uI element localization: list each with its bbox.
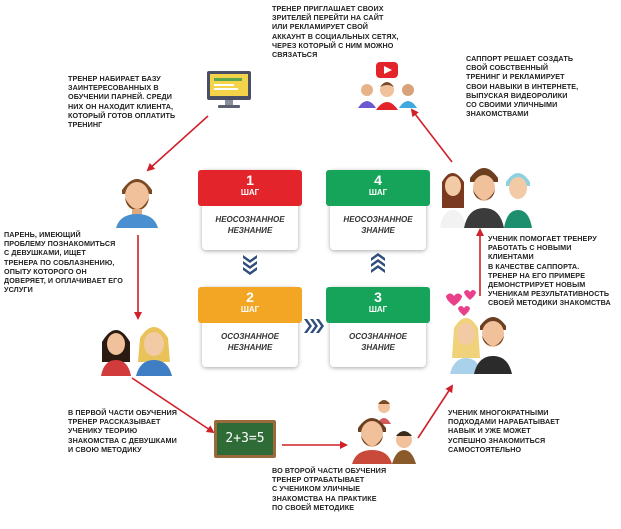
step-3-word: шаг: [368, 305, 388, 314]
step-4-card: 4 шаг Неосознанное знание: [326, 170, 430, 250]
step-2-header: 2 шаг: [198, 287, 302, 323]
note-bottom: Во второй части обучения тренер отрабаты…: [272, 466, 387, 512]
note-bottom-right: Ученик многократными подходами нарабатыв…: [448, 408, 560, 454]
step-1-header: 1 шаг: [198, 170, 302, 206]
step-1-word: шаг: [240, 188, 260, 197]
step-3-number: 3: [374, 289, 382, 305]
step-4-word: шаг: [368, 188, 388, 197]
step-2-word: шаг: [240, 305, 260, 314]
note-top-right: Саппорт решает создать свой собственный …: [466, 54, 579, 119]
step-2-number: 2: [246, 289, 254, 305]
chalkboard: 2+3=5: [214, 420, 276, 458]
step-3-card: 3 шаг Осознанное знание: [326, 287, 430, 367]
arrow-practice-to-student: [417, 384, 454, 439]
arrow-support-to-youtube: [410, 108, 453, 163]
step-4-number: 4: [374, 172, 382, 188]
note-left: Парень, имеющий проблему познакомиться с…: [4, 230, 123, 295]
note-top-left: Тренер набирает базу заинтересованных в …: [68, 74, 176, 130]
step-3-label: Осознанное знание: [348, 332, 408, 352]
couple-avatar: [101, 327, 172, 376]
arrow-couple-to-board: [131, 377, 215, 434]
arrow-monitor-to-coach: [146, 115, 209, 172]
note-right: Ученик помогает тренеру работать с новым…: [488, 234, 611, 308]
student-with-girl-avatar: [446, 290, 512, 374]
youtube-audience-icon: [358, 62, 417, 110]
note-bottom-left: В первой части обучения тренер рассказыв…: [68, 408, 178, 454]
step-4-header: 4 шаг: [326, 170, 430, 206]
support-with-fans-avatar: [440, 168, 532, 228]
note-top: Тренер приглашает своих зрителей перейти…: [272, 4, 399, 60]
chalkboard-formula: 2+3=5: [225, 431, 265, 446]
coach-avatar: [116, 179, 158, 228]
step-1-label: Неосознанное незнание: [215, 215, 285, 235]
step-1-number: 1: [246, 172, 254, 188]
step-4-label: Неосознанное знание: [343, 215, 413, 235]
step-1-card: 1 шаг Неосознанное незнание: [198, 170, 302, 250]
step-2-label: Осознанное незнание: [220, 332, 280, 352]
practice-group-avatar: [352, 400, 416, 464]
monitor-icon: [207, 71, 251, 108]
heart-icon: [446, 290, 476, 316]
step-2-card: 2 шаг Осознанное незнание: [198, 287, 302, 367]
step-3-header: 3 шаг: [326, 287, 430, 323]
